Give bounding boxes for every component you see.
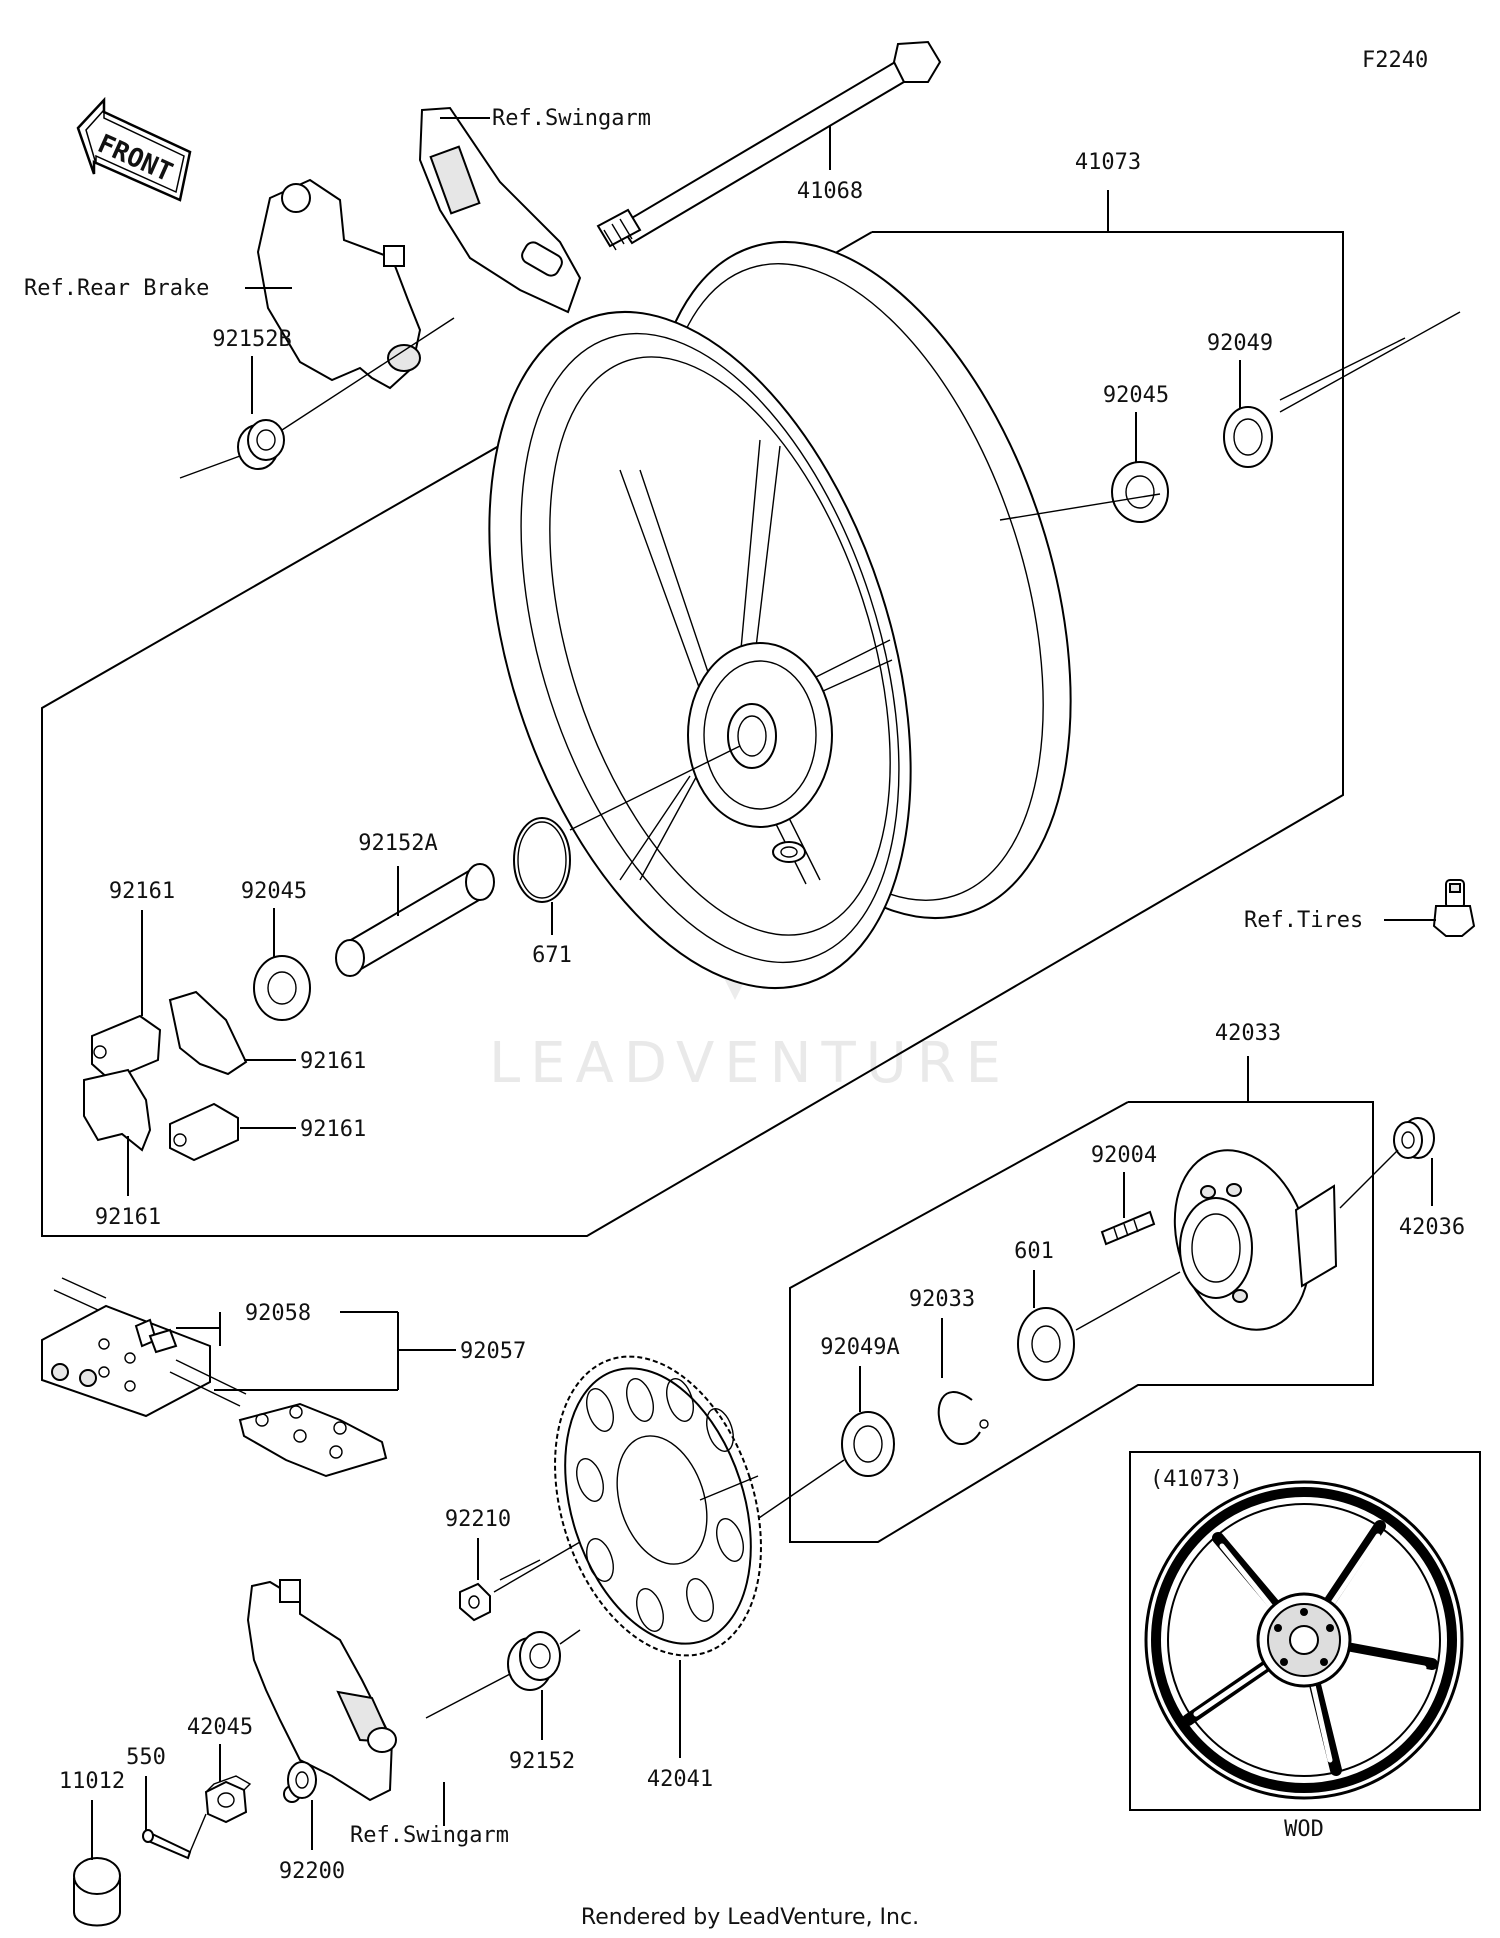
part-number-92033: 92033 [909,1287,975,1312]
ref-swingarm-bottom: Ref.Swingarm [350,1823,509,1848]
collar-92152B [237,419,285,470]
inset-title: (41073) [1150,1467,1243,1492]
part-number-92049: 92049 [1207,331,1273,356]
spacer-92152A [335,863,495,977]
bearing-601 [1017,1307,1075,1381]
part-number-92200: 92200 [279,1859,345,1884]
o-ring-671 [513,817,571,903]
inset-caption: WOD [1284,1817,1324,1842]
washer-92200 [287,1761,317,1799]
part-number-92045-top: 92045 [1103,383,1169,408]
ref-swingarm-top: Ref.Swingarm [492,106,651,131]
part-number-92057: 92057 [460,1339,526,1364]
inset-wheel-view: (41073) WOD [1129,1451,1481,1842]
collar-42036 [1393,1117,1435,1159]
part-number-42033: 42033 [1215,1021,1281,1046]
ref-rear-brake: Ref.Rear Brake [24,276,209,301]
part-number-42036: 42036 [1399,1215,1465,1240]
part-number-92058: 92058 [245,1301,311,1326]
part-number-42045: 42045 [187,1715,253,1740]
part-number-92161-d: 92161 [95,1205,161,1230]
tire-valve [1432,879,1476,937]
swingarm-adjuster-bottom [246,1579,397,1803]
part-number-41073: 41073 [1075,150,1141,175]
part-number-42041: 42041 [647,1767,713,1792]
front-arrow-icon: FRONT [76,96,192,202]
cap-11012 [73,1857,121,1927]
part-number-92152: 92152 [509,1749,575,1774]
wheel-assembly-bracket [41,231,1344,1237]
seal-92049 [1223,406,1273,468]
part-number-671: 671 [532,943,572,968]
damper-92161-group [83,990,248,1162]
axle-41068 [596,40,942,251]
axle-nut-42045 [204,1775,252,1824]
ref-tires: Ref.Tires [1244,908,1363,933]
swingarm-adjuster-top [418,106,582,314]
part-number-92161-a: 92161 [109,879,175,904]
rear-wheel-41073 [488,240,1072,990]
part-number-92161-c: 92161 [300,1117,366,1142]
coupling-42033 [1173,1149,1338,1331]
stud-92004 [1100,1210,1156,1246]
part-number-92210: 92210 [445,1507,511,1532]
part-number-41068: 41068 [797,179,863,204]
part-number-92049A: 92049A [820,1335,899,1360]
figure-code: F2240 [1362,48,1428,73]
cotter-pin-550 [142,1829,192,1860]
footer-credit: Rendered by LeadVenture, Inc. [581,1905,919,1930]
svg-text:LEADVENTURE: LEADVENTURE [489,1031,1011,1096]
part-number-92004: 92004 [1091,1143,1157,1168]
coupling-assembly-bracket [789,1101,1374,1543]
part-number-550: 550 [126,1745,166,1770]
part-number-601: 601 [1014,1239,1054,1264]
collar-92152 [507,1631,561,1691]
part-number-92152B: 92152B [212,327,291,352]
part-number-92152A: 92152A [358,831,437,856]
sprocket-42041 [554,1355,762,1657]
part-number-11012: 11012 [59,1769,125,1794]
bearing-92045-top [1111,461,1169,523]
part-number-92045-mid: 92045 [241,879,307,904]
nut-92210 [459,1582,491,1622]
part-number-92161-b: 92161 [300,1049,366,1074]
chain-92057 [41,1277,388,1478]
circlip-92033 [937,1391,989,1445]
seal-92049A [841,1411,895,1477]
bearing-92045-mid [253,955,311,1021]
rear-brake-bracket [256,178,422,390]
